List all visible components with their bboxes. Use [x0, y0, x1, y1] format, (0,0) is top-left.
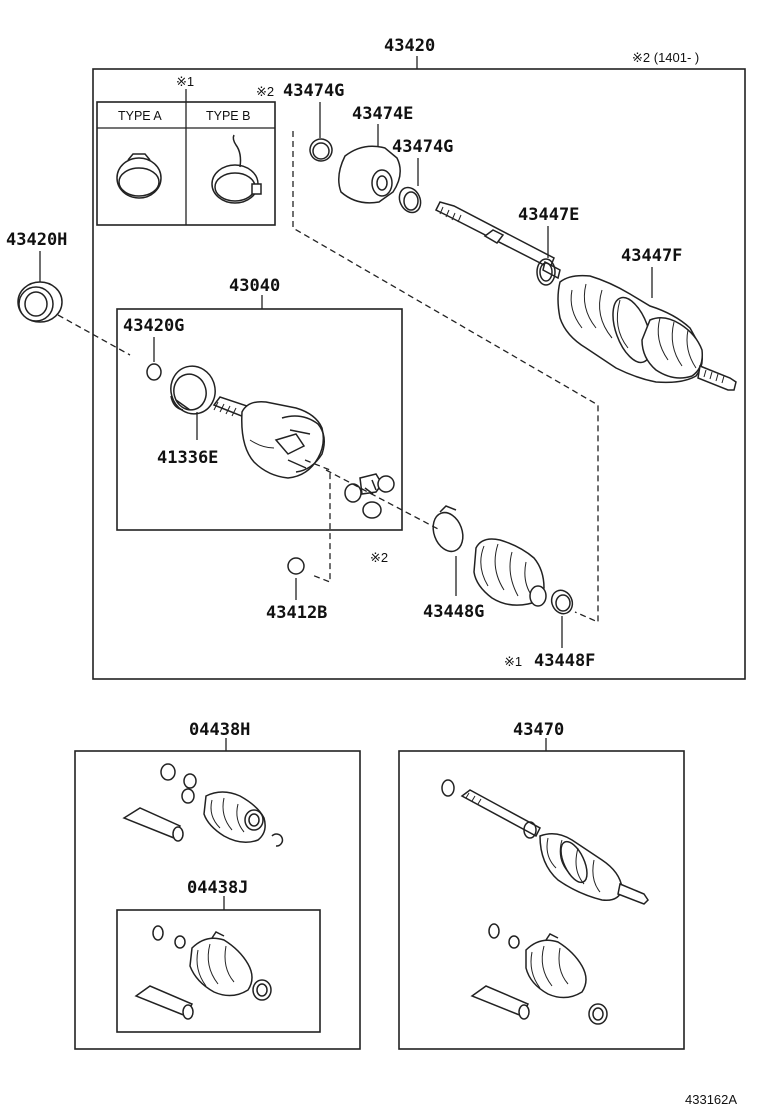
kit-inner-parts: [134, 925, 272, 1020]
oil-seal-part: [17, 281, 63, 323]
inner-joint-frame: [116, 308, 403, 531]
snap-ring-part: [146, 363, 162, 381]
type-note-mark: ※1: [176, 74, 194, 89]
label-clamp-top[interactable]: 43474G: [283, 81, 344, 101]
label-boot-large-clamp[interactable]: 43448G: [423, 602, 484, 622]
shaft-assy-parts: [441, 779, 649, 1025]
label-clamp-small[interactable]: 43474G: [392, 137, 453, 157]
label-circlip[interactable]: 43412B: [266, 603, 327, 623]
label-dust-cover[interactable]: 41336E: [157, 448, 218, 468]
outer-boot-part: [557, 274, 737, 391]
type-b-label: TYPE B: [206, 109, 250, 123]
note-top-right: ※2 (1401- ): [632, 50, 699, 65]
dust-cover-part: [170, 365, 216, 415]
circlip-part: [287, 557, 305, 575]
label-kit-outer[interactable]: 04438H: [189, 720, 250, 740]
label-oil-seal[interactable]: 43420H: [6, 230, 67, 250]
type-a-label: TYPE A: [118, 109, 162, 123]
kit-outer-parts: [122, 763, 284, 847]
label-outer-boot-clamp[interactable]: 43447E: [518, 205, 579, 225]
label-outer-boot[interactable]: 43447F: [621, 246, 682, 266]
outer-boot-clamp-part: [536, 258, 556, 286]
label-inner-joint[interactable]: 43040: [229, 276, 280, 296]
boot-clamp-part: [550, 589, 574, 615]
clamp-top-part: [309, 138, 333, 162]
kit-outer-frame: [74, 750, 361, 1050]
label-shaft-assy[interactable]: 43470: [513, 720, 564, 740]
label-boot-clamp[interactable]: 43448F: [534, 651, 595, 671]
boot-small-part: [338, 145, 401, 204]
type-b-clamp-icon: [211, 134, 262, 204]
figure-code: 433162A: [685, 1092, 737, 1107]
boot-large-clamp-part: [432, 505, 464, 553]
tripod-part: [344, 473, 395, 519]
label-snap-ring[interactable]: 43420G: [123, 316, 184, 336]
label-main-assembly[interactable]: 43420: [384, 36, 435, 56]
type-a-clamp-icon: [116, 153, 162, 199]
boot-clamp-mark: ※1: [504, 654, 522, 669]
tripod-mark: ※2: [370, 550, 388, 565]
inner-housing-part: [212, 396, 325, 479]
inner-boot-part: [473, 538, 547, 607]
label-kit-inner[interactable]: 04438J: [187, 878, 248, 898]
kit-inner-frame: [116, 909, 321, 1033]
clamp-type-box: TYPE A TYPE B ※1: [96, 74, 276, 226]
shaft-assy-frame: [398, 750, 685, 1050]
clamp-top-mark: ※2: [256, 84, 274, 99]
label-boot-small[interactable]: 43474E: [352, 104, 413, 124]
clamp-small-part: [398, 186, 422, 214]
main-assembly-frame: [92, 68, 746, 680]
